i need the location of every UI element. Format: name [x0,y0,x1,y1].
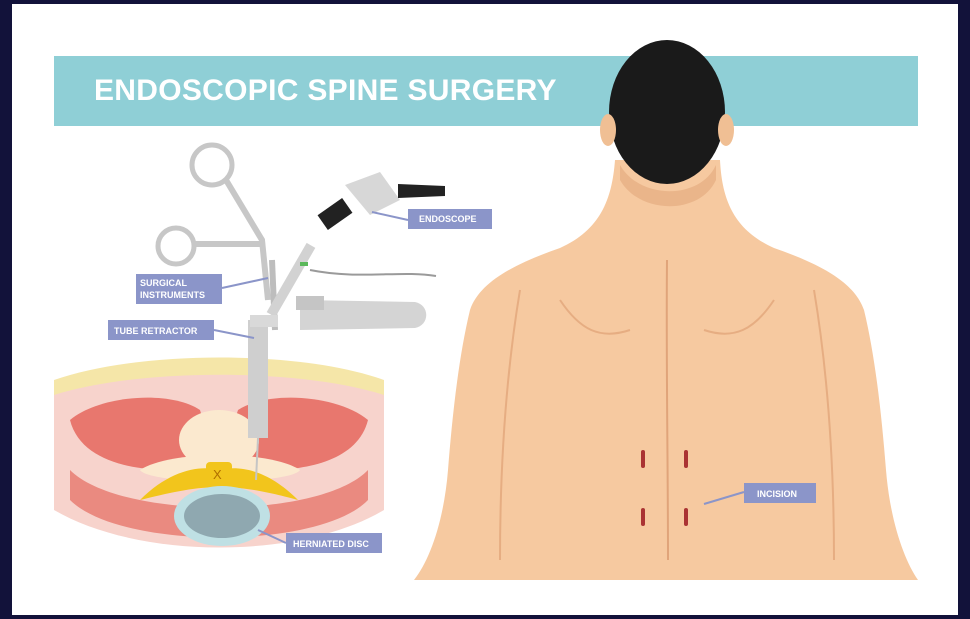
endoscope-green-band [300,262,308,266]
label-endoscope: ENDOSCOPE [419,214,477,224]
scissor-arm-top [223,178,271,301]
callout-surgical-instruments: SURGICAL INSTRUMENTS [136,274,269,304]
spine-cross-section: X [54,357,384,548]
label-surgical-instruments-line1: SURGICAL [140,278,188,288]
scissor-ring-top [189,142,235,188]
scissor-ring-side [155,225,197,267]
patient-back-figure [414,40,918,580]
spine-line [665,259,669,561]
left-arm-line [499,289,521,561]
incision-mark [641,450,645,468]
shoulder-blade-right [703,299,775,335]
right-arm-line [813,289,835,561]
label-tube-retractor: TUBE RETRACTOR [114,326,198,336]
herniated-disc-inner [184,494,260,538]
label-box-tube-retractor [108,320,214,340]
callout-line [257,529,287,544]
label-box-herniated-disc [286,533,382,553]
neck-shadow [620,165,716,207]
callout-line [703,491,745,505]
label-incision: INCISION [757,489,797,499]
nerve-core [206,462,232,484]
incision-marks [641,450,688,526]
tube-retractor [248,296,427,481]
lamina-bone [179,410,259,470]
muscle-left [70,397,204,470]
callout-herniated-disc: HERNIATED DISC [257,529,382,553]
callout-tube-retractor: TUBE RETRACTOR [108,320,255,340]
head [609,40,725,184]
callout-endoscope: ENDOSCOPE [371,209,492,229]
label-herniated-disc: HERNIATED DISC [293,539,369,549]
endoscope-camera-body [345,172,400,215]
retractor-tube [248,320,268,438]
muscle-lower [70,470,368,538]
nerve-mark: X [213,467,222,482]
callout-line [221,277,269,289]
callout-incision: INCISION [703,483,816,505]
endoscope-black-collar [317,198,353,230]
label-box-incision [744,483,816,503]
label-box-endoscope [408,209,492,229]
callout-line [371,211,409,221]
label-box-surgical-instruments [136,274,222,304]
title-banner [54,56,918,126]
nerve-root [140,468,298,500]
endoscope-cable [309,269,437,277]
page-title: ENDOSCOPIC SPINE SURGERY [94,74,557,107]
endoscope-device [266,172,445,318]
retractor-arm [300,300,427,330]
incision-mark [641,508,645,526]
endoscope-shaft [266,242,316,318]
endoscope-handle [398,184,445,198]
incision-mark [684,450,688,468]
retractor-arm-clamp [296,296,324,310]
callout-line [213,329,255,339]
incision-mark [684,508,688,526]
left-ear [600,114,616,146]
retractor-cap [250,315,278,327]
retractor-tip [255,437,259,481]
label-surgical-instruments-line2: INSTRUMENTS [140,290,205,300]
shoulder-blade-left [559,299,631,335]
right-ear [718,114,734,146]
